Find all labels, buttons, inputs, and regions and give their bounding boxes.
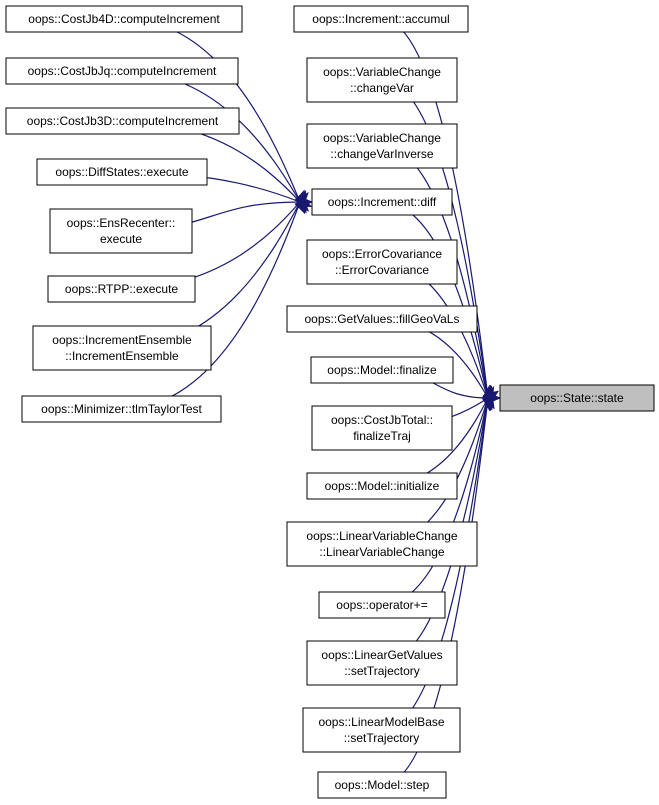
- node-box: [499, 384, 655, 412]
- node-operator-plus-equals[interactable]: oops::operator+=: [318, 591, 446, 619]
- node-box: [302, 707, 461, 753]
- node-state-state[interactable]: oops::State::state: [499, 384, 655, 412]
- node-box: [306, 123, 458, 169]
- node-lineargetvalues-settrajectory[interactable]: oops::LinearGetValues::setTrajectory: [306, 640, 458, 686]
- arrowhead: [294, 189, 306, 205]
- node-variablechange-changevar[interactable]: oops::VariableChange::changeVar: [306, 57, 458, 103]
- node-model-initialize[interactable]: oops::Model::initialize: [306, 472, 458, 500]
- node-label: oops::Model::initialize: [325, 479, 440, 493]
- node-label: oops::CostJbJq::computeIncrement: [28, 64, 217, 78]
- node-label: oops::Minimizer::tlmTaylorTest: [41, 402, 202, 416]
- node-linearmodelbase-settrajectory[interactable]: oops::LinearModelBase::setTrajectory: [302, 707, 461, 753]
- node-label: oops::DiffStates::execute: [55, 165, 189, 179]
- nodes-layer: oops::CostJb4D::computeIncrementoops::Co…: [5, 5, 655, 799]
- node-costjb3d-computeincrement[interactable]: oops::CostJb3D::computeIncrement: [5, 107, 240, 135]
- node-costjb4d-computeincrement[interactable]: oops::CostJb4D::computeIncrement: [5, 5, 243, 33]
- node-label: oops::State::state: [530, 391, 624, 405]
- node-increment-diff[interactable]: oops::Increment::diff: [311, 188, 453, 216]
- node-ensrecenter-execute[interactable]: oops::EnsRecenter::execute: [49, 208, 193, 254]
- node-rtpp-execute[interactable]: oops::RTPP::execute: [47, 275, 196, 303]
- node-label: execute: [100, 232, 142, 246]
- node-label: oops::Increment::accumul: [312, 12, 449, 26]
- node-box: [286, 305, 478, 333]
- node-increment-accumul[interactable]: oops::Increment::accumul: [293, 5, 469, 33]
- node-label: ::changeVarInverse: [330, 147, 433, 161]
- node-diffstates-execute[interactable]: oops::DiffStates::execute: [36, 158, 208, 186]
- node-linearvariablechange-ctor[interactable]: oops::LinearVariableChange::LinearVariab…: [286, 521, 478, 567]
- node-box: [318, 591, 446, 619]
- node-label: oops::LinearModelBase: [318, 715, 444, 729]
- node-label: ::IncrementEnsemble: [65, 349, 179, 363]
- node-label: ::setTrajectory: [344, 664, 420, 678]
- node-box: [286, 521, 478, 567]
- node-label: oops::CostJb4D::computeIncrement: [28, 12, 220, 26]
- node-label: oops::operator+=: [336, 598, 427, 612]
- node-label: oops::LinearGetValues: [321, 648, 442, 662]
- node-label: finalizeTraj: [353, 429, 411, 443]
- node-box: [310, 356, 454, 384]
- node-label: oops::Model::finalize: [327, 363, 437, 377]
- node-model-step[interactable]: oops::Model::step: [317, 771, 447, 799]
- node-costjbjq-computeincrement[interactable]: oops::CostJbJq::computeIncrement: [5, 57, 239, 85]
- node-variablechange-changevarinverse[interactable]: oops::VariableChange::changeVarInverse: [306, 123, 458, 169]
- node-label: oops::EnsRecenter::: [67, 216, 176, 230]
- node-label: oops::Model::step: [335, 778, 430, 792]
- node-box: [5, 57, 239, 85]
- node-getvalues-fillgeovals[interactable]: oops::GetValues::fillGeoVaLs: [286, 305, 478, 333]
- node-errorcovariance-ctor[interactable]: oops::ErrorCovariance::ErrorCovariance: [306, 239, 458, 285]
- node-box: [306, 57, 458, 103]
- node-box: [5, 107, 240, 135]
- node-label: oops::CostJb3D::computeIncrement: [27, 114, 219, 128]
- node-box: [306, 472, 458, 500]
- node-box: [311, 405, 453, 451]
- node-label: oops::GetValues::fillGeoVaLs: [305, 312, 460, 326]
- node-box: [311, 188, 453, 216]
- node-box: [47, 275, 196, 303]
- node-model-finalize[interactable]: oops::Model::finalize: [310, 356, 454, 384]
- node-label: ::setTrajectory: [344, 731, 420, 745]
- node-label: oops::Increment::diff: [328, 195, 437, 209]
- node-box: [49, 208, 193, 254]
- node-label: oops::VariableChange: [323, 65, 441, 79]
- node-label: oops::LinearVariableChange: [306, 529, 458, 543]
- node-label: oops::ErrorCovariance: [322, 247, 442, 261]
- node-costjbtotal-finalizetraj[interactable]: oops::CostJbTotal::finalizeTraj: [311, 405, 453, 451]
- edge-costjbjq-computeincrement-to-increment-diff: [121, 70, 307, 214]
- node-label: oops::RTPP::execute: [65, 282, 179, 296]
- node-box: [21, 395, 222, 423]
- node-label: oops::VariableChange: [323, 131, 441, 145]
- node-label: ::changeVar: [350, 81, 414, 95]
- node-label: ::ErrorCovariance: [335, 263, 429, 277]
- node-box: [36, 158, 208, 186]
- node-box: [5, 5, 243, 33]
- node-box: [293, 5, 469, 33]
- node-label: oops::IncrementEnsemble: [52, 333, 192, 347]
- node-box: [306, 640, 458, 686]
- arrowhead: [482, 384, 494, 400]
- node-label: ::LinearVariableChange: [319, 545, 445, 559]
- node-label: oops::CostJbTotal::: [331, 413, 433, 427]
- node-incrementensemble-ctor[interactable]: oops::IncrementEnsemble::IncrementEnsemb…: [32, 325, 212, 371]
- node-box: [317, 771, 447, 799]
- node-minimizer-tlmtaylortest[interactable]: oops::Minimizer::tlmTaylorTest: [21, 395, 222, 423]
- node-box: [306, 239, 458, 285]
- node-box: [32, 325, 212, 371]
